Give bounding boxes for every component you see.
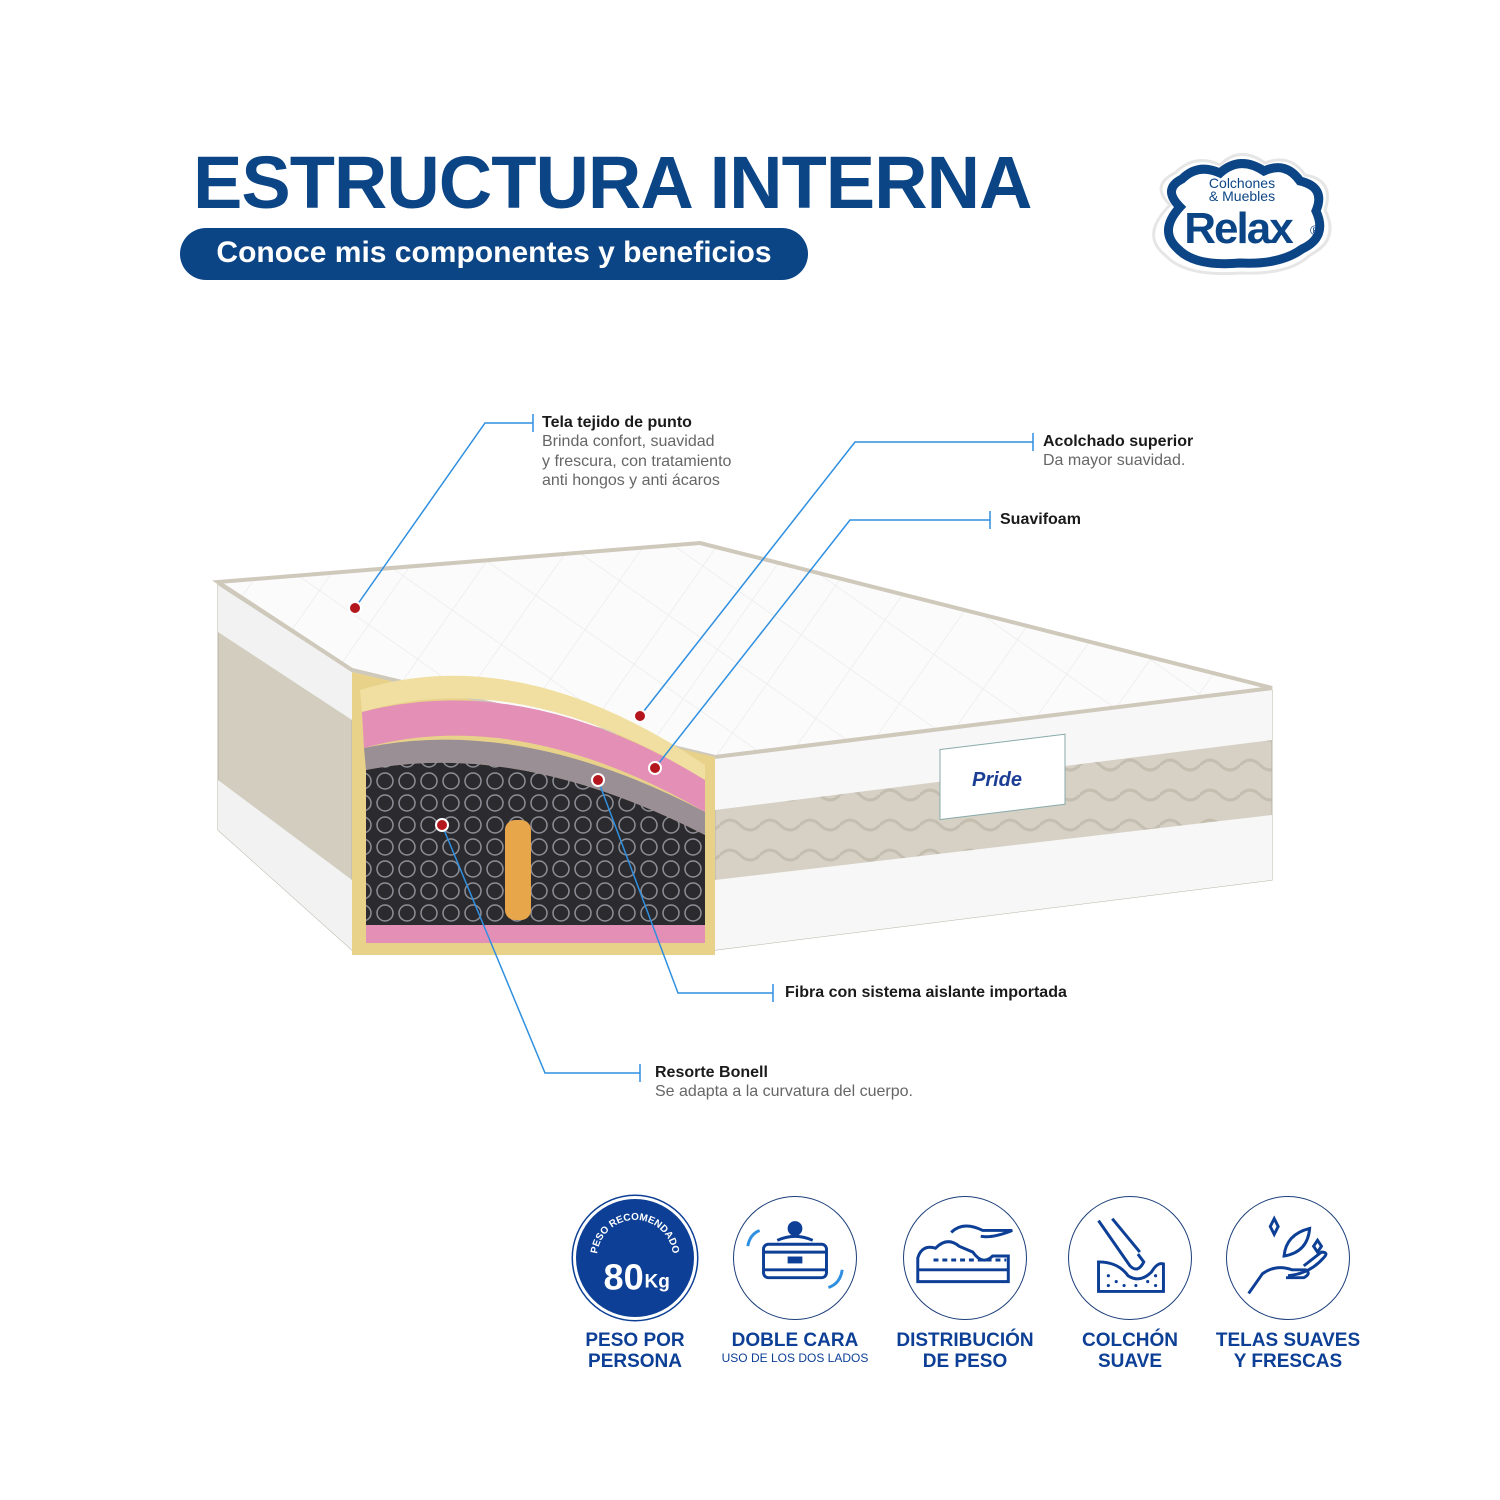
weight-badge-icon: PESO RECOMENDADO 80 Kg bbox=[573, 1196, 697, 1320]
logo-line1: Colchones bbox=[1209, 175, 1275, 191]
svg-text:PESO RECOMENDADO: PESO RECOMENDADO bbox=[589, 1212, 681, 1255]
badge-unit: Kg bbox=[645, 1272, 670, 1293]
marker-dot-suavifoam bbox=[648, 761, 662, 775]
relax-logo: Colchones & Muebles Relax ® bbox=[1140, 145, 1345, 280]
soft-fabric-hand-icon bbox=[1226, 1196, 1350, 1320]
product-label-brand: Pride bbox=[972, 769, 1022, 791]
callout-line-fibra bbox=[597, 779, 773, 994]
callout-desc: anti hongos y anti ácaros bbox=[542, 472, 720, 489]
benefit-line2: PERSONA bbox=[588, 1351, 682, 1372]
weight-distribution-icon bbox=[903, 1196, 1027, 1320]
benefit-line2: DE PESO bbox=[922, 1351, 1008, 1372]
callout-title: Acolchado superior bbox=[1043, 433, 1194, 450]
benefit-soft-mattress-label: COLCHÓN SUAVE bbox=[1045, 1330, 1215, 1372]
marker-dot-resorte bbox=[435, 818, 449, 832]
callout-title: Suavifoam bbox=[1000, 511, 1081, 528]
benefit-sub: USO DE LOS DOS LADOS bbox=[721, 1351, 869, 1365]
callout-tela: Tela tejido de punto Brinda confort, sua… bbox=[542, 414, 731, 491]
badge-value: 80 bbox=[603, 1256, 643, 1297]
callout-suavifoam: Suavifoam bbox=[1000, 511, 1081, 529]
callout-desc: Brinda confort, suavidad bbox=[542, 433, 715, 450]
benefit-line2: Y FRESCAS bbox=[1233, 1351, 1343, 1372]
logo-line2: & Muebles bbox=[1209, 188, 1275, 204]
benefit-line1: DOBLE CARA bbox=[731, 1330, 859, 1351]
benefit-distribution-label: DISTRIBUCIÓN DE PESO bbox=[880, 1330, 1050, 1372]
benefit-line2: SUAVE bbox=[1097, 1351, 1163, 1372]
logo-brand: Relax bbox=[1184, 204, 1294, 253]
benefit-line1: COLCHÓN bbox=[1081, 1330, 1179, 1351]
benefit-double-sided-label: DOBLE CARA USO DE LOS DOS LADOS bbox=[710, 1330, 880, 1365]
double-sided-mattress-icon bbox=[733, 1196, 857, 1320]
marker-dot-fibra bbox=[591, 773, 605, 787]
callout-desc: y frescura, con tratamiento bbox=[542, 452, 732, 470]
callout-title: Tela tejido de punto bbox=[542, 414, 692, 431]
soft-mattress-hand-icon bbox=[1068, 1196, 1192, 1320]
callout-desc: Se adapta a la curvatura del cuerpo. bbox=[655, 1083, 913, 1100]
marker-dot-acolchado bbox=[633, 709, 647, 723]
callout-line-suavifoam bbox=[654, 519, 990, 769]
callout-fibra: Fibra con sistema aislante importada bbox=[785, 984, 1067, 1002]
callout-resorte: Resorte Bonell Se adapta a la curvatura … bbox=[655, 1064, 913, 1102]
benefit-soft-fabric-label: TELAS SUAVES Y FRESCAS bbox=[1203, 1330, 1373, 1372]
marker-dot-tela bbox=[348, 601, 362, 615]
benefit-line1: PESO POR bbox=[585, 1330, 685, 1351]
callout-desc: Da mayor suavidad. bbox=[1043, 452, 1186, 469]
page-subtitle-pill: Conoce mis componentes y beneficios bbox=[180, 228, 808, 280]
mattress-illustration: Pride bbox=[212, 414, 1273, 1082]
badge-arc-text: PESO RECOMENDADO bbox=[589, 1212, 681, 1255]
callout-line-resorte bbox=[441, 824, 640, 1074]
callout-line-acolchado bbox=[639, 441, 1033, 717]
benefit-line1: DISTRIBUCIÓN bbox=[896, 1330, 1034, 1351]
benefit-line1: TELAS SUAVES bbox=[1215, 1330, 1361, 1351]
callout-line-tela bbox=[354, 422, 533, 609]
benefit-weight-label: PESO POR PERSONA bbox=[550, 1330, 720, 1372]
logo-registered: ® bbox=[1310, 222, 1321, 238]
callout-title: Fibra con sistema aislante importada bbox=[785, 984, 1067, 1001]
callout-title: Resorte Bonell bbox=[655, 1064, 768, 1081]
callout-acolchado: Acolchado superior Da mayor suavidad. bbox=[1043, 433, 1193, 471]
page-title: ESTRUCTURA INTERNA bbox=[193, 141, 1032, 224]
